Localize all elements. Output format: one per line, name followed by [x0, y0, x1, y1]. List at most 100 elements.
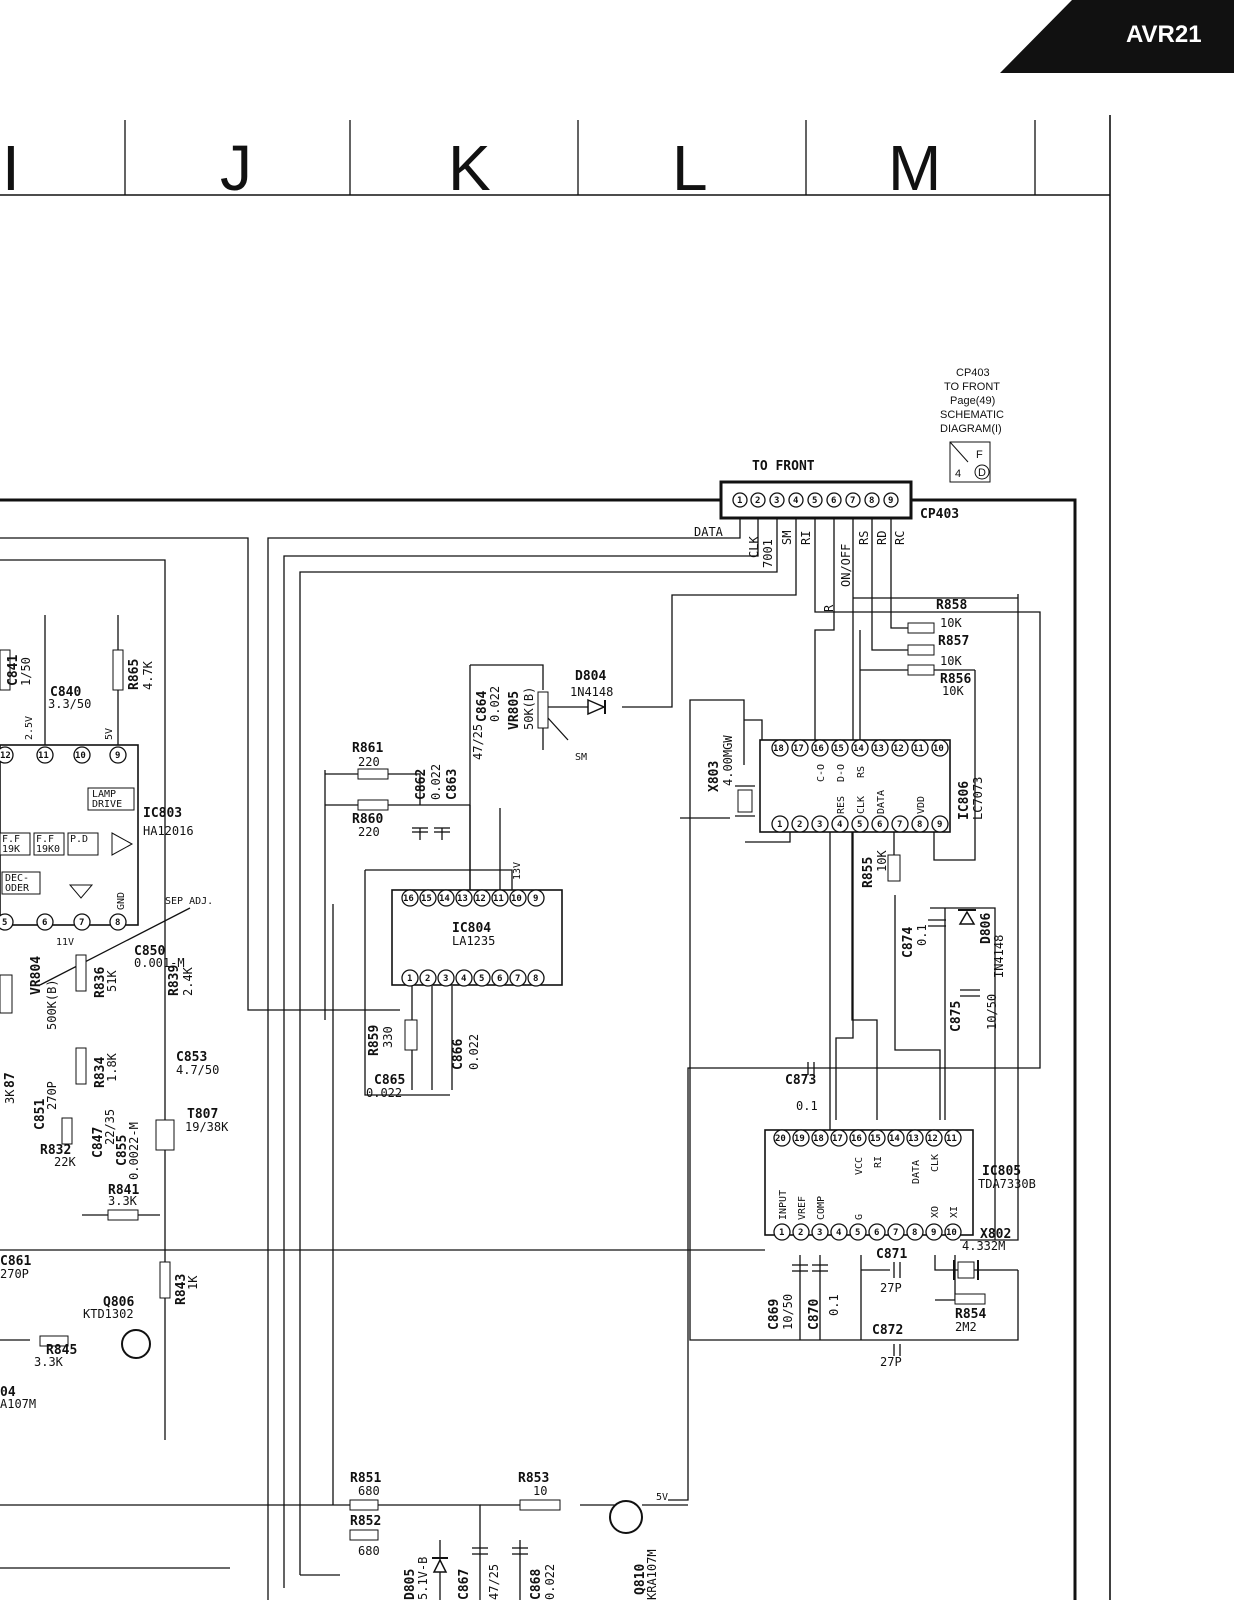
ic803-block: F.F [36, 834, 54, 845]
x802-value: 4.332M [962, 1239, 1005, 1253]
r859-ref: R859 [367, 1025, 382, 1056]
ic805-bottom-pins: 1 2 3 4 5 6 7 8 9 10 [773, 1223, 962, 1241]
ic805-pin-label: VCC [854, 1157, 865, 1175]
c865-value: 0.022 [366, 1086, 402, 1100]
ic806-pin-label: D-O [836, 764, 847, 782]
c868-ref: C868 [529, 1569, 544, 1600]
ic804-part: LA1235 [452, 934, 495, 948]
r832-ref: R832 [40, 1143, 71, 1158]
ic803-voltage: 5V [104, 728, 115, 740]
c869-ref: C869 [767, 1299, 782, 1330]
signal-label: RC [893, 531, 907, 545]
c863-ref: C863 [445, 769, 460, 800]
ic806-pin: 8 [917, 820, 922, 830]
ic805-pin: 7 [893, 1228, 898, 1238]
column-ruler: I J K L M [0, 115, 1111, 1600]
c874-value: 0.1 [915, 924, 929, 946]
ic803-part: HA12016 [143, 824, 194, 838]
c862-ref: C862 [414, 769, 429, 800]
ic805-pin: 19 [794, 1134, 805, 1144]
ic806-pin: 16 [813, 744, 824, 754]
r832-value: 22K [54, 1155, 76, 1169]
t807-value: 19/38K [185, 1120, 229, 1134]
r855-value: 10K [875, 850, 889, 872]
r851-value: 680 [358, 1484, 380, 1498]
ic806-top-pins: 18 17 16 15 14 13 12 11 10 [771, 739, 949, 757]
r87-ref: 87 [3, 1072, 18, 1088]
ic806-pin-label: DATA [876, 790, 887, 814]
c873-value: 0.1 [796, 1099, 818, 1113]
r858-ref: R858 [936, 598, 967, 613]
reference-line: Page(49) [950, 395, 995, 407]
c864-ref: C864 [475, 691, 490, 722]
ic804-pin: 1 [407, 974, 412, 984]
ic805-pin: 20 [775, 1134, 786, 1144]
ic806-bottom-pins: 1 2 3 4 5 6 7 8 9 [771, 815, 949, 833]
r845-ref: R845 [46, 1343, 77, 1358]
r861-value: 220 [358, 755, 380, 769]
c867-value: 47/25 [487, 1564, 501, 1600]
r852-value: 680 [358, 1544, 380, 1558]
ic803-pin: 6 [42, 918, 47, 928]
c853-value: 4.7/50 [176, 1063, 219, 1077]
r836-ref: R836 [93, 967, 108, 998]
connector-pin: 9 [888, 496, 893, 506]
signal-label: DATA [694, 525, 724, 539]
ic804-pin: 13 [457, 894, 468, 904]
column-label-i: I [2, 132, 20, 204]
ic804-pin: 6 [497, 974, 502, 984]
r841-value: 3.3K [108, 1194, 138, 1208]
model-tag: AVR21 [1000, 0, 1234, 73]
ic806-pin: 1 [777, 820, 782, 830]
c862-value: 0.022 [429, 764, 443, 800]
ic805-pin: 16 [851, 1134, 862, 1144]
ic805-pin: 6 [874, 1228, 879, 1238]
ic803-block: LAMP [92, 789, 116, 800]
ic804-pin: 11 [493, 894, 504, 904]
ic804-pin: 8 [533, 974, 538, 984]
c841-ref: C841 [6, 655, 21, 686]
ic806-pin: 10 [933, 744, 944, 754]
ic805-pin-label: DATA [911, 1160, 922, 1184]
ic804-pin: 2 [425, 974, 430, 984]
c867-ref: C867 [457, 1569, 472, 1600]
r853-value: 10 [533, 1484, 547, 1498]
r834-value: 1.8K [105, 1052, 119, 1082]
ic805-pin: 17 [832, 1134, 843, 1144]
connector-pin: 4 [793, 496, 799, 506]
q810-value: KRA107M [645, 1549, 659, 1600]
connector-cp403: TO FRONT CP403 1 2 3 4 5 6 7 8 9 DATA CL… [694, 459, 959, 612]
r855-ref: R855 [861, 857, 876, 888]
c855-value: 0.0022-M [127, 1122, 141, 1180]
r860-ref: R860 [352, 812, 383, 827]
c873-ref: C873 [785, 1073, 816, 1088]
reference-box-letter: F [976, 449, 983, 461]
ic805-pin: 4 [836, 1228, 842, 1238]
ic806-part: LC7073 [971, 777, 985, 820]
ic803-pin: 8 [115, 918, 120, 928]
vr805-value: 50K(B) [522, 687, 536, 730]
signal-label: CLK [747, 536, 761, 558]
ic806-name: IC806 [957, 781, 972, 820]
ic804-voltage: 13V [512, 862, 523, 880]
vr804-ref: VR804 [29, 956, 44, 995]
ic805-pin-label: G [854, 1214, 865, 1220]
ic803: 12 11 10 9 5 6 7 8 LAMP DRIVE F.F 19K F.… [0, 716, 194, 948]
reference-line: DIAGRAM(I) [940, 423, 1002, 435]
ic806: IC806 LC7073 18 17 16 15 14 13 12 11 10 … [759, 739, 985, 833]
q804-ref: 04 [0, 1385, 16, 1400]
sm-label: SM [575, 752, 587, 763]
left-components: C841 1/50 C840 3.3/50 R865 4.7K C850 0.0… [0, 615, 229, 1411]
ic805-pin-label: VREF [797, 1196, 808, 1220]
ic804-pin: 5 [479, 974, 484, 984]
ic806-pin-label: C-O [816, 764, 827, 782]
column-label-m: M [888, 132, 941, 204]
q806-ref: Q806 [103, 1295, 134, 1310]
reference-box-circle: D [978, 467, 986, 479]
ic805-pin: 14 [889, 1134, 900, 1144]
ic804-pin: 12 [475, 894, 486, 904]
c866-ref: C866 [451, 1039, 466, 1070]
ic803-pin: 12 [0, 751, 11, 761]
r865-ref: R865 [127, 659, 142, 690]
